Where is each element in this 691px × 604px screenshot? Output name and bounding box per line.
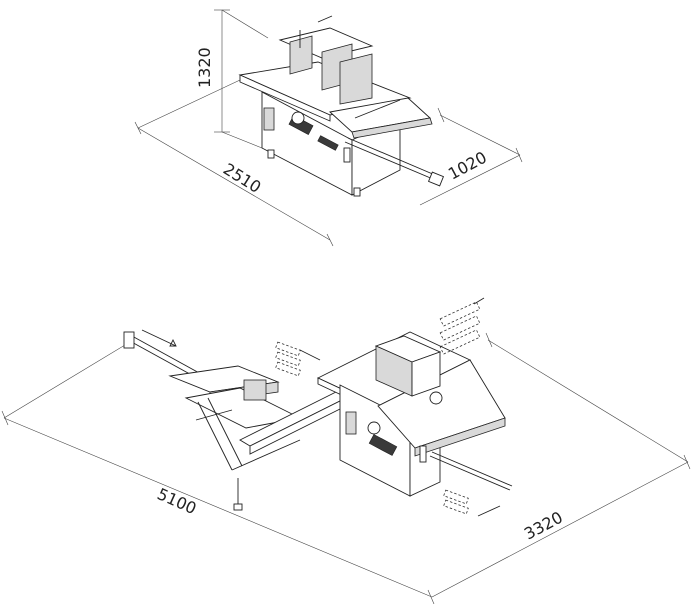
length-label: 2510 <box>220 159 265 197</box>
top-machine-body <box>238 15 445 197</box>
height-label: 1320 <box>195 47 214 88</box>
depth-dimension <box>419 107 523 206</box>
long-length-dimension <box>1 341 435 604</box>
sliding-carriage <box>123 329 351 511</box>
length-dimension <box>134 79 334 247</box>
depth-label: 1020 <box>445 148 490 184</box>
bottom-machine-body <box>316 331 513 497</box>
long-length-label: 5100 <box>154 484 199 518</box>
movement-indicators <box>275 297 501 517</box>
top-machine-drawing: 1320 2510 1020 <box>134 9 523 247</box>
bottom-machine-drawing: 5100 3320 <box>1 297 691 604</box>
long-depth-dimension <box>431 332 691 598</box>
height-dimension <box>214 9 269 149</box>
